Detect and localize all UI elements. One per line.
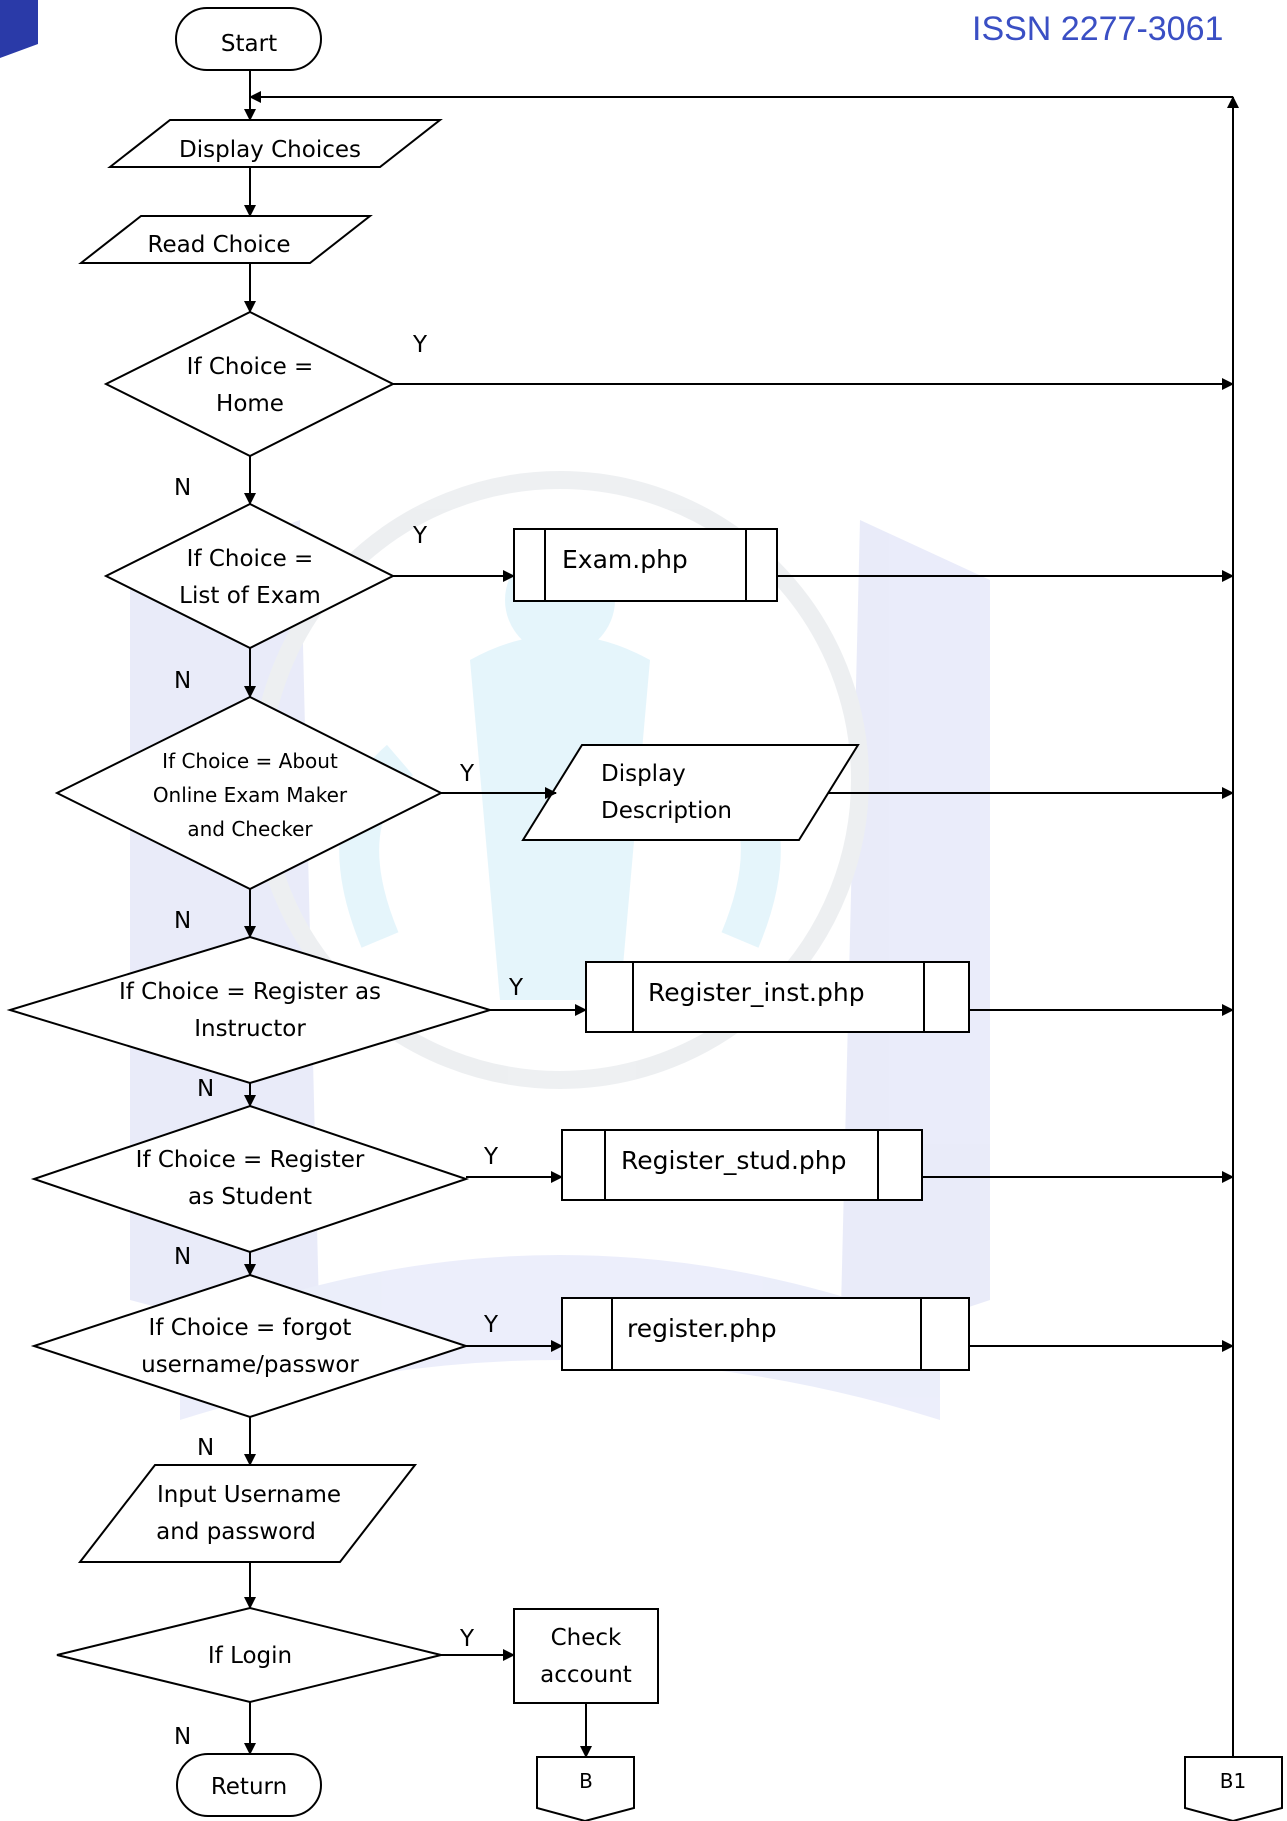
return-label: Return (211, 1774, 287, 1800)
journal-logo-corner (0, 0, 38, 58)
decision-reg-stud-line2: as Student (188, 1184, 312, 1210)
decision-reg-inst-line2: Instructor (194, 1016, 306, 1042)
input-username-line2: and password (156, 1519, 316, 1545)
decision-exam-line1: If Choice = (187, 546, 314, 572)
connector-b1-label: B1 (1220, 1769, 1246, 1793)
read-choice-label: Read Choice (148, 232, 291, 258)
connector-b1 (1184, 1756, 1283, 1821)
no-label-exam: N (174, 668, 191, 694)
read-choice-io (78, 215, 373, 264)
yes-label-exam: Y (412, 523, 428, 549)
input-username-line1: Input Username (157, 1482, 341, 1508)
exam-php-label: Exam.php (562, 545, 688, 574)
display-description-line1: Display (601, 761, 686, 787)
display-description-line2: Description (601, 798, 732, 824)
no-label-reg-inst: N (197, 1076, 214, 1102)
register-php-process (561, 1297, 970, 1371)
start-terminator (175, 7, 322, 71)
yes-label-home: Y (412, 332, 428, 358)
decision-about-line3: and Checker (187, 817, 313, 841)
flow-edges (244, 70, 1239, 1758)
decision-register-instructor (6, 935, 494, 1085)
display-choices-label: Display Choices (179, 137, 361, 163)
decision-register-student (30, 1104, 470, 1254)
decision-login-label: If Login (208, 1643, 292, 1669)
display-description-io (521, 744, 860, 841)
connector-b (536, 1756, 635, 1821)
decision-about-line1: If Choice = About (162, 749, 338, 773)
yes-label-reg-inst: Y (508, 975, 524, 1001)
decision-reg-stud-line1: If Choice = Register (136, 1147, 365, 1173)
register-inst-php-label: Register_inst.php (648, 978, 865, 1007)
check-account-line2: account (540, 1662, 632, 1688)
decision-exam-line2: List of Exam (179, 583, 321, 609)
decision-home-line2: Home (216, 391, 284, 417)
no-label-reg-stud: N (174, 1244, 191, 1270)
decision-about-line2: Online Exam Maker (153, 783, 348, 807)
yes-label-forgot: Y (483, 1312, 499, 1338)
exam-php-process (513, 528, 778, 602)
input-username-io (77, 1464, 418, 1563)
no-label-home: N (174, 475, 191, 501)
decision-forgot-line2: username/passwor (141, 1352, 359, 1378)
check-account-process (513, 1608, 659, 1704)
no-label-about: N (174, 908, 191, 934)
yes-label-about: Y (459, 761, 475, 787)
decision-home (103, 310, 396, 458)
issn-text: ISSN 2277-3061 (972, 10, 1223, 48)
no-label-forgot: N (197, 1435, 214, 1461)
yes-label-reg-stud: Y (483, 1144, 499, 1170)
check-account-line1: Check (551, 1625, 622, 1651)
decision-forgot-line1: If Choice = forgot (149, 1315, 352, 1341)
decision-reg-inst-line1: If Choice = Register as (119, 979, 381, 1005)
register-stud-php-process (561, 1129, 923, 1201)
yes-label-login: Y (459, 1626, 475, 1652)
start-label: Start (221, 31, 277, 57)
register-php-label: register.php (627, 1314, 777, 1343)
register-stud-php-label: Register_stud.php (621, 1146, 847, 1175)
decision-home-line1: If Choice = (187, 354, 314, 380)
display-choices-io (107, 119, 443, 168)
register-inst-php-process (585, 961, 970, 1033)
connector-b-label: B (579, 1769, 593, 1793)
no-label-login: N (174, 1724, 191, 1750)
